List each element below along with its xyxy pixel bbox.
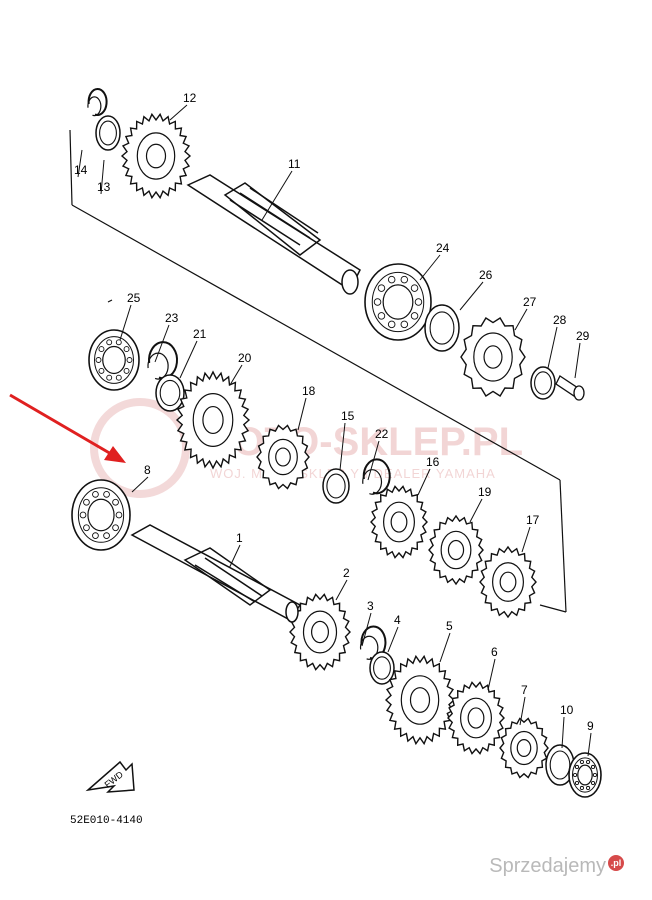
leader-27 xyxy=(514,308,528,331)
part-label-6: 6 xyxy=(491,645,498,659)
part-label-4: 4 xyxy=(394,613,401,627)
part-9-bearing xyxy=(568,752,602,798)
part-2-gear xyxy=(289,593,351,671)
part-label-1: 1 xyxy=(236,531,243,545)
part-label-12: 12 xyxy=(183,91,197,105)
leader-16 xyxy=(417,468,431,496)
part-label-7: 7 xyxy=(521,683,528,697)
leader-29 xyxy=(574,342,581,379)
part-label-23: 23 xyxy=(165,311,179,325)
watermark-sub: WOJ. MOTO-SKLEP Y I DEALER YAMAHA xyxy=(210,466,496,481)
leader-14 xyxy=(77,149,83,178)
part-label-29: 29 xyxy=(576,329,590,343)
leader-20 xyxy=(229,364,243,386)
part-label-24: 24 xyxy=(436,241,450,255)
part-29-bolt xyxy=(555,375,585,401)
part-label-27: 27 xyxy=(523,295,537,309)
leader-23 xyxy=(154,324,170,363)
part-6-gear xyxy=(447,681,505,755)
part-7-gear xyxy=(499,717,549,779)
leader-15 xyxy=(339,422,346,471)
part-label-15: 15 xyxy=(341,409,355,423)
part-10-washer xyxy=(545,744,575,786)
part-label-13: 13 xyxy=(97,180,111,194)
fwd-arrow: FWD xyxy=(85,760,135,793)
part-28-lock-washer xyxy=(530,366,556,400)
part-label-5: 5 xyxy=(446,619,453,633)
brand-text: Sprzedajemy xyxy=(489,855,606,877)
part-4-washer xyxy=(369,651,395,685)
part-label-17: 17 xyxy=(526,513,540,527)
part-13-washer xyxy=(95,115,121,151)
part-label-2: 2 xyxy=(343,566,350,580)
upper-group-outline xyxy=(69,129,567,613)
leader-19 xyxy=(469,498,483,523)
leader-9 xyxy=(587,732,592,757)
leader-lines xyxy=(77,104,592,757)
part-label-11: 11 xyxy=(288,157,301,171)
part-label-22: 22 xyxy=(375,427,389,441)
leader-2 xyxy=(335,579,348,601)
part-label-25: 25 xyxy=(127,291,141,305)
part-label-18: 18 xyxy=(302,384,316,398)
part-12-gear xyxy=(120,112,192,200)
leader-5 xyxy=(439,632,451,663)
part-19-gear xyxy=(428,514,484,586)
leader-8 xyxy=(131,476,149,493)
red-annotation-arrow xyxy=(9,393,126,463)
counter-shaft xyxy=(130,524,302,623)
part-label-9: 9 xyxy=(587,719,594,733)
part-24-bearing xyxy=(364,263,432,341)
leader-21 xyxy=(179,340,198,379)
main-axle xyxy=(186,174,361,295)
part-label-10: 10 xyxy=(560,703,574,717)
leader-22 xyxy=(367,440,380,481)
gears-layer xyxy=(71,87,602,798)
brand-badge: .pl xyxy=(608,855,624,871)
watermark: MOTO-SKLEP.PL WOJ. MOTO-SKLEP Y I DEALER… xyxy=(90,398,523,498)
part-8-bearing xyxy=(71,479,131,551)
diagram-code: 52E010-4140 xyxy=(70,815,143,827)
part-label-8: 8 xyxy=(144,463,151,477)
leader-25 xyxy=(119,304,132,341)
part-5-gear xyxy=(384,654,456,746)
part-26-seal xyxy=(424,304,460,352)
part-20-gear xyxy=(175,370,251,470)
leader-24 xyxy=(419,254,441,281)
part-label-19: 19 xyxy=(478,485,492,499)
part-22-circlip xyxy=(362,458,391,495)
leader-7 xyxy=(519,696,526,726)
leader-18 xyxy=(297,397,307,431)
part-label-14: 14 xyxy=(74,163,88,177)
leader-12 xyxy=(169,104,188,121)
leader-11 xyxy=(261,170,293,221)
part-16-gear xyxy=(370,485,428,559)
leader-13 xyxy=(100,159,105,195)
part-label-26: 26 xyxy=(479,268,493,282)
part-18-gear xyxy=(256,424,310,490)
part-label-21: 21 xyxy=(193,327,207,341)
part-17-gear xyxy=(479,545,537,619)
part-label-20: 20 xyxy=(238,351,252,365)
leader-26 xyxy=(459,281,484,311)
leader-10 xyxy=(561,716,565,749)
part-23-circlip xyxy=(147,341,179,380)
leader-28 xyxy=(547,326,558,369)
leader-3 xyxy=(361,612,372,647)
part-label-28: 28 xyxy=(553,313,567,327)
leader-17 xyxy=(521,526,531,553)
brand-logo: Sprzedajemy.pl xyxy=(489,855,624,878)
part-label-16: 16 xyxy=(426,455,440,469)
leader-4 xyxy=(387,626,399,653)
leader-6 xyxy=(487,658,496,691)
part-25-bearing xyxy=(88,329,140,391)
part-15-washer xyxy=(322,468,350,504)
part-21-washer xyxy=(155,374,185,412)
part-14-circlip xyxy=(87,87,108,117)
part-27-sprocket xyxy=(460,317,526,397)
part-label-3: 3 xyxy=(367,599,374,613)
watermark-main: MOTO-SKLEP.PL xyxy=(200,420,523,464)
